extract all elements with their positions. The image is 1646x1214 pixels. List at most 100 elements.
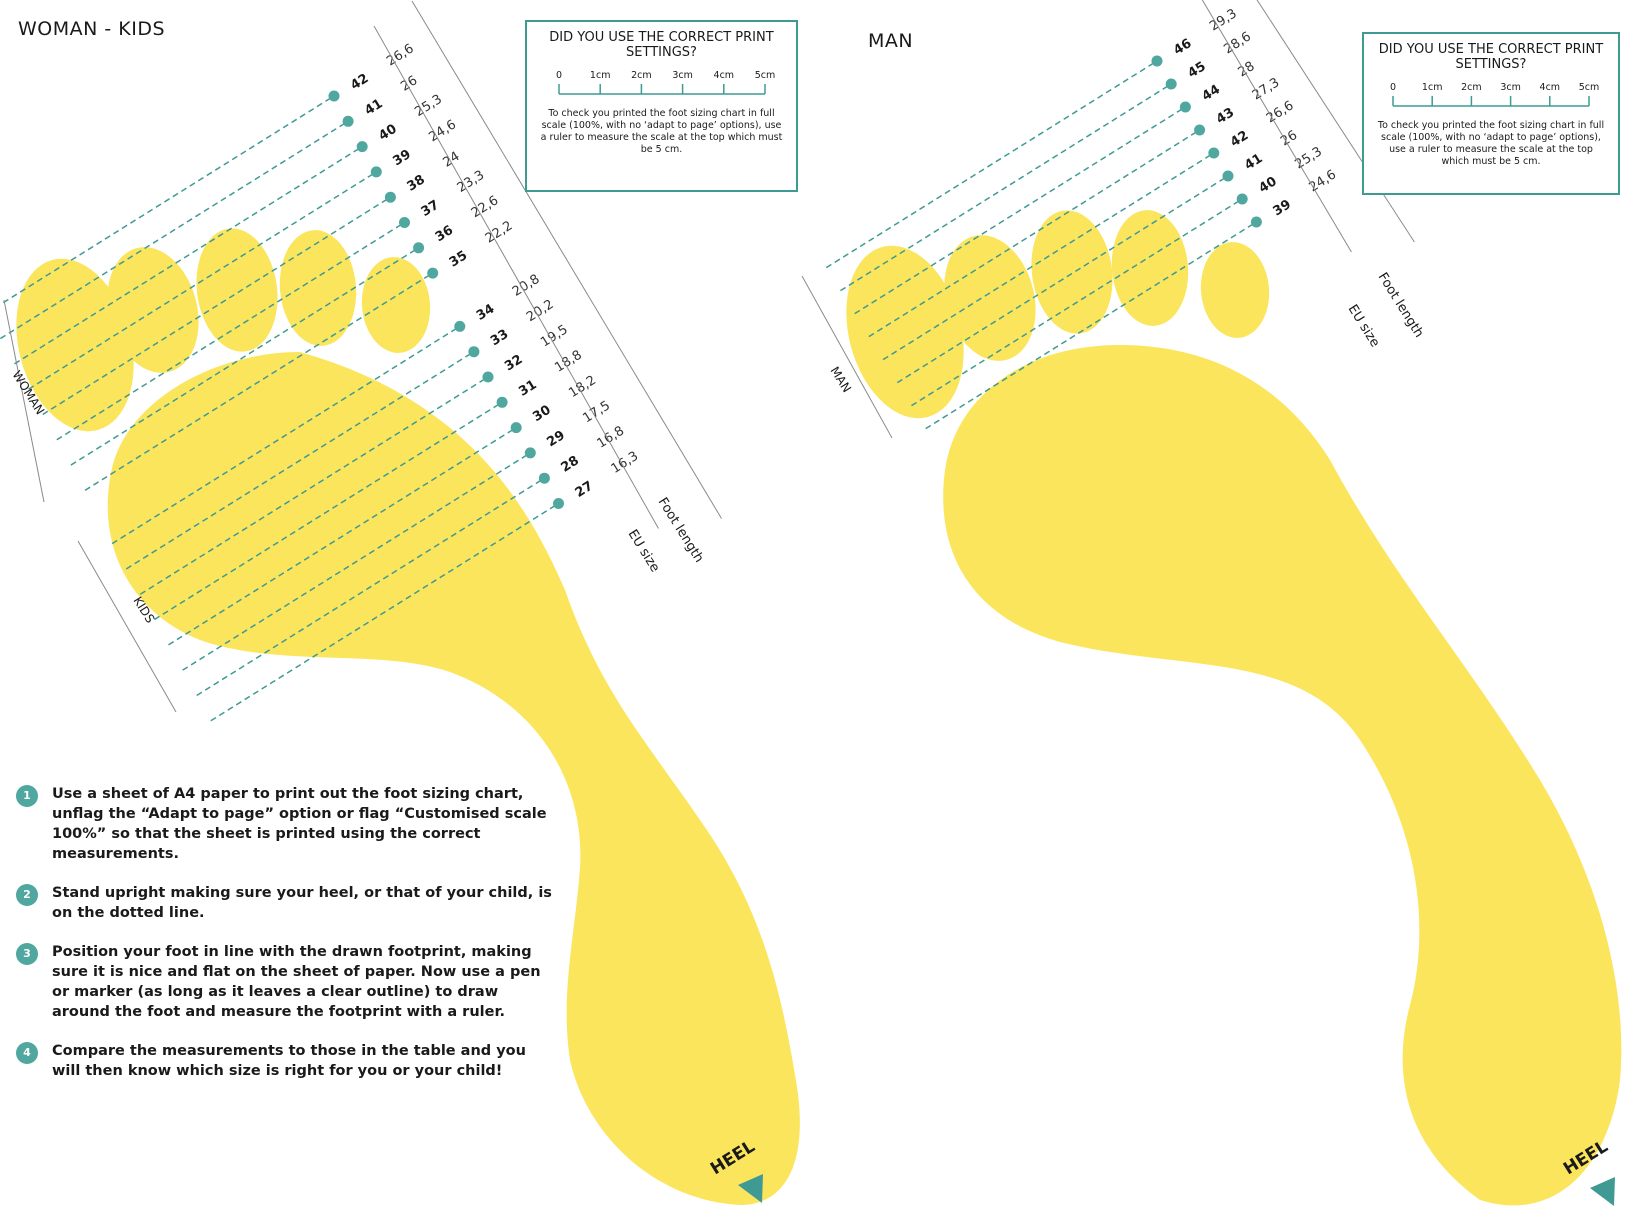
ruler-tick-label: 1cm [1422, 82, 1443, 93]
size-guide-line [854, 106, 1186, 315]
size-marker-dot [356, 141, 368, 153]
man-title: MAN [868, 30, 914, 52]
eu-size-label: 44 [1200, 82, 1223, 104]
eu-size-label: 29 [544, 428, 567, 450]
size-guide-line [28, 171, 377, 390]
ruler-tick-label: 5cm [754, 70, 775, 81]
woman-kids-size-lines: 4226,641264025,33924,638243723,33622,635… [0, 0, 722, 722]
eu-size-column-rule [1201, 0, 1352, 253]
woman-kids-title: WOMAN - KIDS [18, 18, 166, 40]
foot-length-label: 26 [398, 73, 420, 94]
eu-size-label: 46 [1171, 36, 1194, 58]
size-marker-dot [1165, 78, 1177, 90]
foot-length-column-rule [411, 0, 722, 519]
size-guide-line [210, 502, 559, 722]
size-marker-dot [1236, 193, 1248, 205]
left-toe-4 [279, 230, 357, 346]
size-guide-line [168, 426, 517, 646]
size-marker-dot [468, 346, 480, 358]
group-bracket-line [801, 275, 893, 439]
foot-length-label: 16,8 [595, 424, 628, 452]
foot-length-label: 26 [1278, 128, 1300, 149]
ruler-tick-label: 2cm [1461, 82, 1482, 93]
size-marker-dot [1151, 55, 1163, 67]
eu-size-label: 43 [1214, 105, 1237, 127]
left-toe-3 [196, 228, 278, 352]
foot-length-label: 26,6 [384, 41, 417, 69]
size-guide-line [84, 272, 434, 492]
foot-length-label: 25,3 [1292, 144, 1325, 172]
right-foot-sole [943, 345, 1622, 1206]
group-bracket-line [77, 540, 177, 713]
ruler-tick-label: 4cm [1540, 82, 1561, 93]
eu-size-label: 34 [474, 301, 497, 323]
ruler-tick-label: 5cm [1579, 82, 1600, 93]
eu-size-label: 37 [419, 198, 442, 220]
size-marker-dot [510, 422, 522, 434]
step-text: Use a sheet of A4 paper to print out the… [52, 786, 547, 862]
eu-size-label: 35 [447, 248, 470, 270]
foot-length-header: Foot length [1375, 270, 1427, 340]
foot-length-label: 19,5 [538, 322, 571, 350]
heel-arrow-right-icon [1590, 1177, 1615, 1206]
left-toe-5 [361, 257, 431, 353]
right-toe-4 [1111, 210, 1189, 326]
eu-size-label: 42 [348, 71, 371, 93]
eu-size-label: 41 [362, 96, 385, 118]
size-marker-dot [1208, 147, 1220, 159]
eu-size-label: 30 [530, 403, 553, 425]
heel-arrow-left-icon [738, 1174, 763, 1203]
eu-size-header: EU size [1345, 302, 1383, 350]
size-marker-dot [524, 447, 536, 459]
size-marker-dot [384, 191, 396, 203]
size-guide-line [139, 376, 489, 595]
ruler-tick-label: 0 [555, 70, 561, 81]
eu-size-label: 36 [433, 223, 456, 245]
foot-length-label: 29,3 [1207, 6, 1240, 34]
group-label: MAN [827, 364, 853, 395]
foot-length-header: Foot length [655, 495, 707, 565]
size-marker-dot [427, 267, 439, 279]
print-check-title: DID YOU USE THE CORRECT PRINT SETTINGS? [549, 30, 774, 60]
foot-length-label: 24,6 [426, 117, 459, 145]
ruler-tick-label: 1cm [589, 70, 610, 81]
size-guide-line [154, 401, 503, 621]
size-guide-line [125, 351, 475, 570]
foot-length-label: 18,2 [566, 373, 599, 401]
size-marker-dot [1194, 124, 1206, 136]
left-toe-1 [16, 258, 134, 432]
print-check-title: DID YOU USE THE CORRECT PRINT SETTINGS? [1378, 42, 1604, 72]
size-guide-line [911, 198, 1243, 407]
eu-size-label: 32 [502, 352, 525, 374]
size-marker-dot [1179, 101, 1191, 113]
woman-kids-footprint: 4226,641264025,33924,638243723,33622,635… [0, 0, 800, 1205]
ruler-tick-label: 3cm [672, 70, 693, 81]
instruction-step: 4 Compare the measurements to those in t… [16, 1041, 556, 1081]
foot-length-label: 24 [441, 149, 463, 170]
size-marker-dot [553, 498, 564, 509]
eu-size-label: 31 [516, 377, 539, 399]
right-toe-3 [1031, 210, 1113, 334]
right-toe-1 [846, 245, 964, 419]
eu-size-label: 28 [559, 453, 582, 475]
size-guide-line [56, 221, 405, 441]
size-guide-line [825, 60, 1158, 269]
step-number-badge: 4 [16, 1042, 38, 1064]
eu-size-header: EU size [625, 527, 663, 575]
size-guide-line [925, 221, 1257, 430]
print-check-box-right: DID YOU USE THE CORRECT PRINT SETTINGS? … [1362, 32, 1620, 195]
size-marker-dot [1222, 170, 1234, 182]
ruler-tick-label: 2cm [631, 70, 652, 81]
eu-size-label: 42 [1228, 128, 1251, 150]
eu-size-label: 40 [376, 122, 399, 144]
size-guide-line [868, 129, 1200, 338]
print-check-box-left: DID YOU USE THE CORRECT PRINT SETTINGS? … [525, 20, 798, 192]
foot-length-label: 25,3 [412, 92, 445, 120]
eu-size-label: 40 [1256, 174, 1279, 196]
size-marker-dot [454, 320, 466, 332]
instruction-step: 1 Use a sheet of A4 paper to print out t… [16, 784, 556, 864]
size-guide-line [111, 325, 461, 545]
